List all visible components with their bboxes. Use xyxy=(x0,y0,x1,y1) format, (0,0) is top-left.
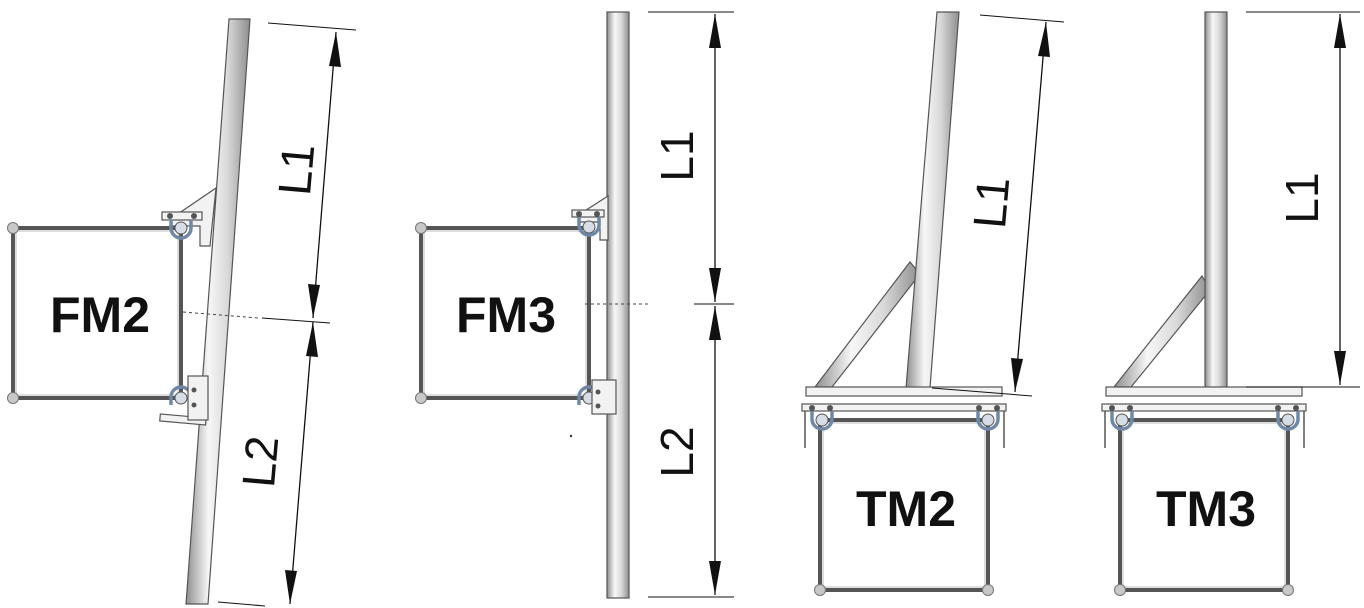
tm3-brace xyxy=(1112,274,1211,388)
tm2-frame xyxy=(814,418,994,596)
fm2-l1-label: L1 xyxy=(268,142,324,198)
mount-fm2: L1 L2 FM2 xyxy=(7,18,357,607)
tm3-base-plate xyxy=(1105,386,1303,397)
tm3-pipe xyxy=(1204,11,1228,389)
fm2-upper-clamp xyxy=(161,211,203,240)
tm2-left-clamp xyxy=(809,405,834,431)
tm2-base-plate xyxy=(805,386,1003,397)
mount-tm3: L1 TM3 xyxy=(1101,11,1360,596)
fm3-lower-clamp xyxy=(577,379,617,415)
tm3-l1-label: L1 xyxy=(1276,172,1328,223)
fm2-model-label: FM2 xyxy=(50,287,150,343)
mount-tm2: L1 TM2 xyxy=(801,11,1065,596)
fm3-l1-label: L1 xyxy=(651,130,703,181)
tm3-frame xyxy=(1114,418,1294,596)
tm2-right-clamp xyxy=(976,405,1000,431)
fm2-l1-dimension-line xyxy=(312,31,337,319)
tm2-pipe xyxy=(905,11,960,389)
tm2-l1-dimension-line xyxy=(1014,21,1047,393)
tm2-l1-label: L1 xyxy=(963,175,1019,231)
fm3-pipe xyxy=(606,11,630,599)
fm3-upper-clamp xyxy=(571,209,605,237)
fm3-frame xyxy=(415,222,591,404)
fm2-pipe xyxy=(185,18,251,605)
fm2-l2-label: L2 xyxy=(232,434,288,490)
tm2-model-label: TM2 xyxy=(856,481,956,537)
tm3-model-label: TM3 xyxy=(1156,481,1256,537)
fm2-frame xyxy=(7,222,183,404)
fm2-l2-dimension-line xyxy=(289,321,314,605)
fm3-l2-label: L2 xyxy=(651,426,703,477)
tm3-left-clamp xyxy=(1109,405,1134,431)
tm2-brace xyxy=(813,261,921,388)
fm3-model-label: FM3 xyxy=(456,287,556,343)
tm3-right-clamp xyxy=(1275,405,1300,431)
fm2-lower-clamp xyxy=(159,375,209,426)
fm2-divider xyxy=(182,311,259,319)
mount-fm3: L1 L2 FM3 xyxy=(415,11,734,599)
